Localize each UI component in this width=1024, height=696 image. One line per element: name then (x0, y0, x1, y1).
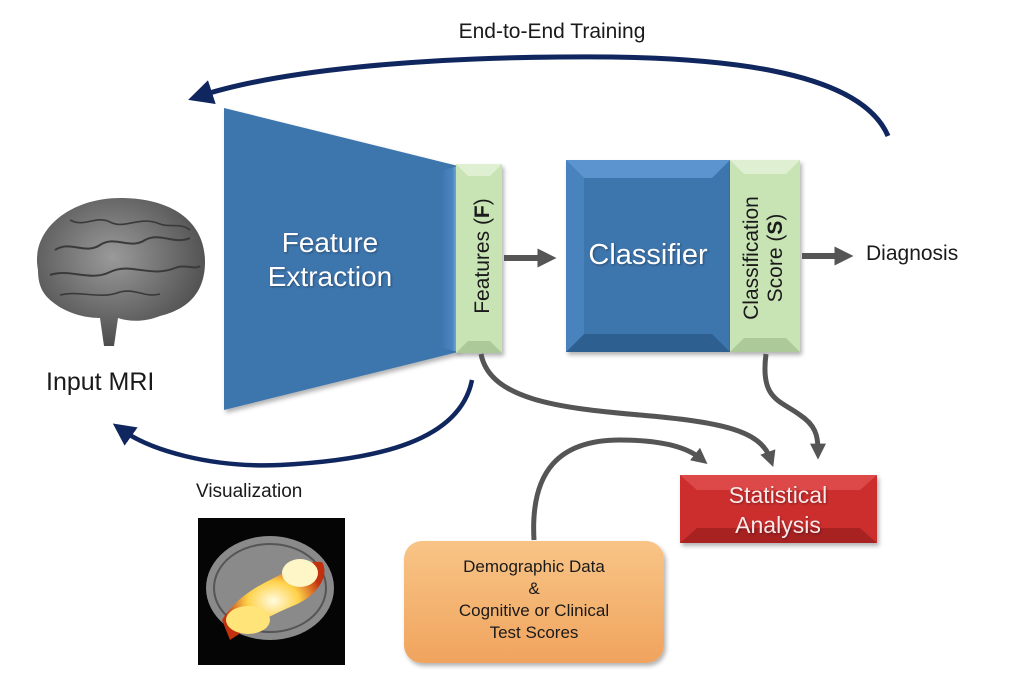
features-to-stats-arrow (478, 353, 776, 468)
statistical-analysis-line1: Statistical (728, 482, 828, 508)
demographic-block (404, 541, 664, 663)
classification-score-block (730, 160, 800, 352)
feature-extraction-block (224, 108, 458, 410)
score-to-stats-arrow (762, 353, 826, 460)
training-loop-arrow (188, 54, 891, 137)
feature-extraction-label: Feature Extraction (235, 226, 425, 294)
feature-extraction-line1: Feature (281, 227, 379, 258)
brain-3d-render-icon (36, 198, 206, 346)
classification-score-line1: Classification (740, 196, 763, 320)
visualization-loop-arrow (112, 379, 475, 468)
features-close: ) (471, 198, 494, 206)
classifier-block (566, 160, 730, 352)
features-block (456, 164, 502, 353)
demographic-line2: & (528, 579, 540, 599)
score-symbol: S (764, 220, 788, 235)
demographic-to-stats-arrow (531, 437, 708, 541)
demographic-line4: Test Scores (489, 623, 579, 643)
end-to-end-training-label: End-to-End Training (458, 20, 646, 43)
feature-extraction-line2: Extraction (267, 261, 393, 293)
score-close: ) (764, 213, 788, 221)
classifier-label: Classifier (588, 239, 708, 271)
statistical-analysis-line2: Analysis (735, 511, 821, 538)
diagnosis-label: Diagnosis (866, 242, 959, 265)
demographic-line3: Cognitive or Clinical (458, 601, 610, 621)
features-symbol: F (471, 205, 494, 219)
features-text: Features ( (471, 218, 494, 314)
demographic-label: Demographic Data & Cognitive or Clinical… (406, 556, 662, 644)
classification-score-line2: Score (S) (764, 158, 788, 358)
statistical-analysis-block (680, 475, 877, 543)
statistical-analysis-label: Statistical Analysis (680, 481, 876, 541)
input-mri-label: Input MRI (46, 368, 155, 396)
demographic-line1: Demographic Data (463, 557, 605, 576)
classification-score-label: Classification Score (S) (740, 158, 790, 358)
features-label: Features (F) (471, 156, 499, 356)
score-text: Score ( (764, 234, 788, 303)
brain-saliency-map-icon (198, 518, 345, 665)
visualization-label: Visualization (196, 481, 303, 502)
